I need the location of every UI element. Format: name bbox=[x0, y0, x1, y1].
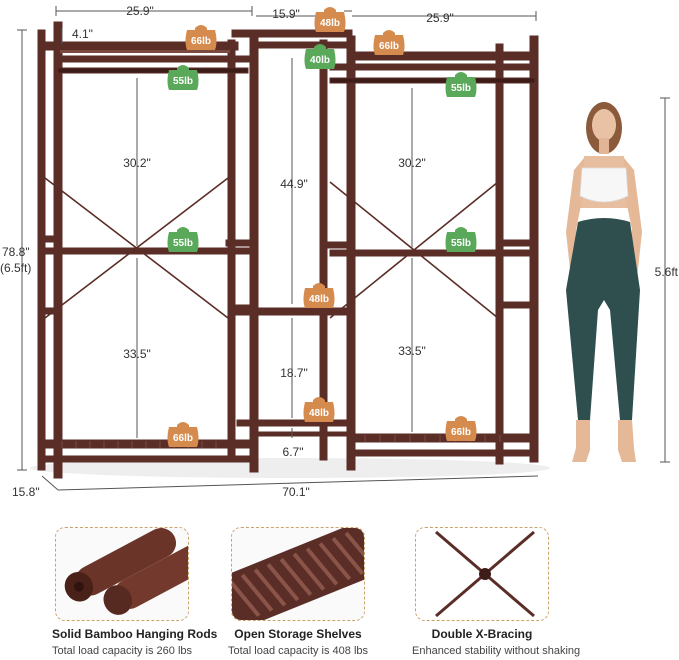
dim-depth: 15.8" bbox=[12, 485, 40, 499]
x-bracing bbox=[44, 177, 499, 319]
weight-badge-mid-rod: 40lb bbox=[304, 44, 336, 69]
feature-image-frame bbox=[415, 527, 549, 621]
feature-card-x-bracing: Double X-Bracing Enhanced stability with… bbox=[412, 527, 581, 657]
weight-badge-top-left: 66lb bbox=[185, 25, 217, 50]
slatted-shelf-icon bbox=[232, 528, 364, 620]
dim-top-gap: 4.1" bbox=[72, 27, 93, 41]
wardrobe-frame bbox=[37, 21, 539, 479]
weight-badge-top-mid: 48lb bbox=[314, 7, 346, 32]
feature-title: Double X-Bracing bbox=[431, 627, 533, 641]
feature-card-storage-shelves: Open Storage Shelves Total load capacity… bbox=[228, 527, 368, 657]
feature-card-hanging-rods: Solid Bamboo Hanging Rods Total load cap… bbox=[52, 527, 218, 657]
weight-badge-right-upper-rod: 55lb bbox=[445, 72, 477, 97]
weight-badge-right-lower-rod: 55lb bbox=[445, 227, 477, 252]
hanging-rod-icon bbox=[56, 528, 188, 620]
dim-person-height: 5.6ft bbox=[655, 265, 679, 279]
svg-text:48lb: 48lb bbox=[320, 18, 340, 29]
dim-left-upper: 30.2" bbox=[123, 156, 151, 170]
weight-badges: 66lb 48lb 66lb 40lb 55lb 55lb 55lb 55lb … bbox=[167, 7, 477, 447]
x-bracing-icon bbox=[416, 528, 548, 620]
dim-total-width: 70.1" bbox=[282, 485, 310, 499]
svg-text:66lb: 66lb bbox=[451, 427, 471, 438]
svg-text:66lb: 66lb bbox=[379, 41, 399, 52]
feature-title: Solid Bamboo Hanging Rods bbox=[52, 627, 218, 641]
dim-total-height: 78.8" bbox=[2, 245, 30, 259]
feature-image-frame bbox=[231, 527, 365, 621]
svg-text:55lb: 55lb bbox=[451, 83, 471, 94]
floor-shadow bbox=[30, 458, 550, 478]
dimension-lines bbox=[17, 6, 670, 491]
weight-badge-mid-shelf-upper: 48lb bbox=[303, 283, 335, 308]
dim-left-lower: 33.5" bbox=[123, 347, 151, 361]
weight-badge-top-right: 66lb bbox=[373, 30, 405, 55]
dim-top-right-width: 25.9" bbox=[426, 11, 454, 25]
dim-mid-lower: 18.7" bbox=[280, 366, 308, 380]
feature-title: Open Storage Shelves bbox=[234, 627, 362, 641]
dim-mid-bottom: 6.7" bbox=[283, 445, 304, 459]
svg-text:48lb: 48lb bbox=[309, 408, 329, 419]
svg-text:40lb: 40lb bbox=[310, 55, 330, 66]
feature-subtitle: Enhanced stability without shaking bbox=[412, 645, 581, 657]
dim-top-left-width: 25.9" bbox=[126, 4, 154, 18]
dim-mid-upper: 44.9" bbox=[280, 177, 308, 191]
dim-top-mid-width: 15.9" bbox=[272, 7, 300, 21]
dimension-labels: 25.9" 15.9" 25.9" 4.1" 30.2" 33.5" 44.9"… bbox=[0, 4, 679, 499]
weight-badge-left-bottom: 66lb bbox=[167, 422, 199, 447]
feature-subtitle: Total load capacity is 408 lbs bbox=[228, 645, 369, 657]
dim-right-upper: 30.2" bbox=[398, 156, 426, 170]
weight-badge-left-lower-rod: 55lb bbox=[167, 227, 199, 252]
feature-subtitle: Total load capacity is 260 lbs bbox=[52, 645, 193, 657]
svg-text:55lb: 55lb bbox=[173, 238, 193, 249]
svg-text:55lb: 55lb bbox=[173, 76, 193, 87]
svg-text:66lb: 66lb bbox=[191, 36, 211, 47]
svg-text:66lb: 66lb bbox=[173, 433, 193, 444]
dim-total-height-ft: (6.5ft) bbox=[0, 261, 31, 275]
weight-badge-mid-shelf-lower: 48lb bbox=[303, 397, 335, 422]
person-scale-figure bbox=[566, 102, 642, 462]
weight-badge-left-upper-rod: 55lb bbox=[167, 65, 199, 90]
dim-right-lower: 33.5" bbox=[398, 344, 426, 358]
feature-image-frame bbox=[55, 527, 189, 621]
weight-badge-right-bottom: 66lb bbox=[445, 416, 477, 441]
svg-text:55lb: 55lb bbox=[451, 238, 471, 249]
svg-text:48lb: 48lb bbox=[309, 294, 329, 305]
